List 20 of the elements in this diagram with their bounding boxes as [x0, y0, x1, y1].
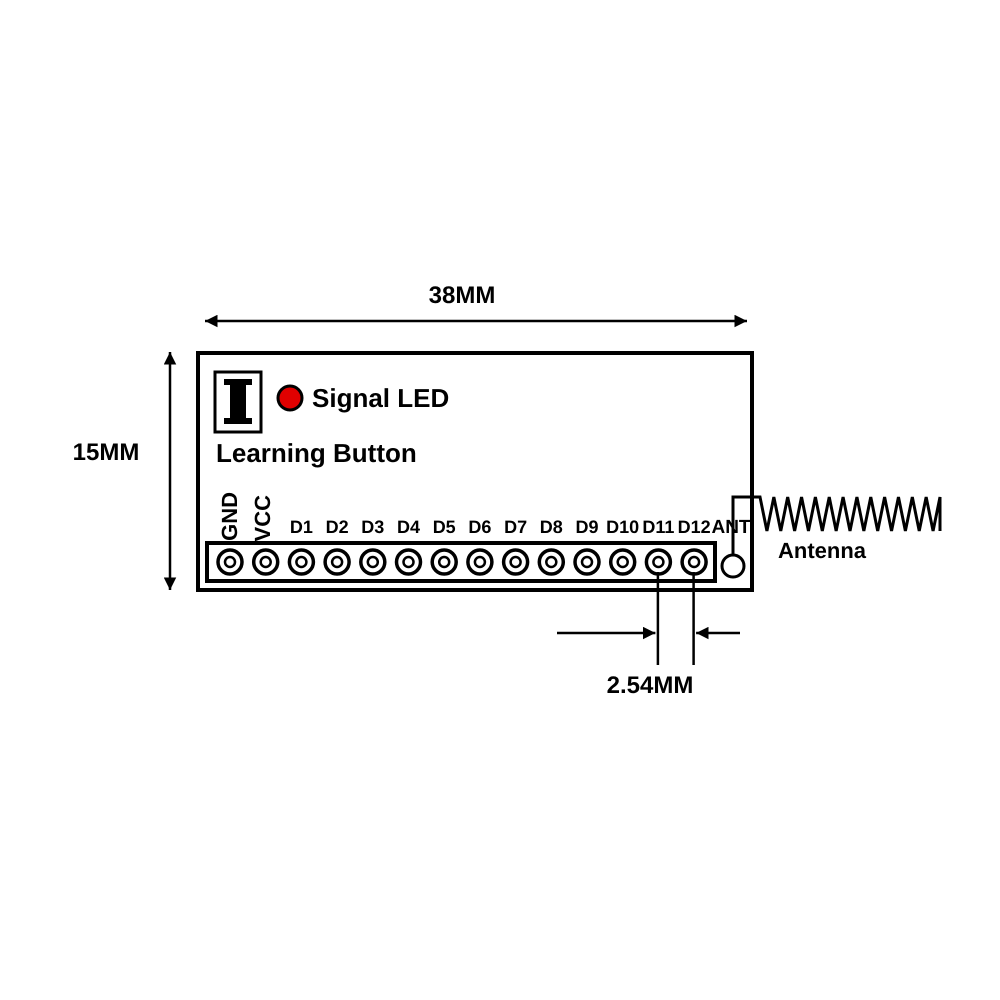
dimension-label: 2.54MM: [606, 674, 694, 698]
pin-label: D11: [642, 518, 674, 536]
pin-label: D6: [468, 518, 492, 536]
pin-label: D4: [396, 518, 420, 536]
pin-label: GND: [219, 492, 241, 541]
pin-label: D12: [678, 518, 711, 536]
pin-label: D10: [606, 518, 640, 536]
antenna-label: Antenna: [778, 540, 866, 562]
dimension-label: 15MM: [72, 441, 140, 465]
button-label: Learning Button: [216, 440, 417, 466]
pin-label: D3: [361, 518, 384, 536]
dimension-label: 38MM: [428, 284, 496, 308]
led-label: Signal LED: [312, 385, 450, 411]
pin-label: D9: [575, 518, 598, 536]
pin-label: D2: [326, 518, 349, 536]
pin-label: D5: [432, 518, 456, 536]
pin-label: D8: [540, 518, 563, 536]
pin-label: D1: [290, 518, 313, 536]
pin-label: D7: [504, 518, 528, 536]
pin-label: VCC: [252, 494, 274, 541]
